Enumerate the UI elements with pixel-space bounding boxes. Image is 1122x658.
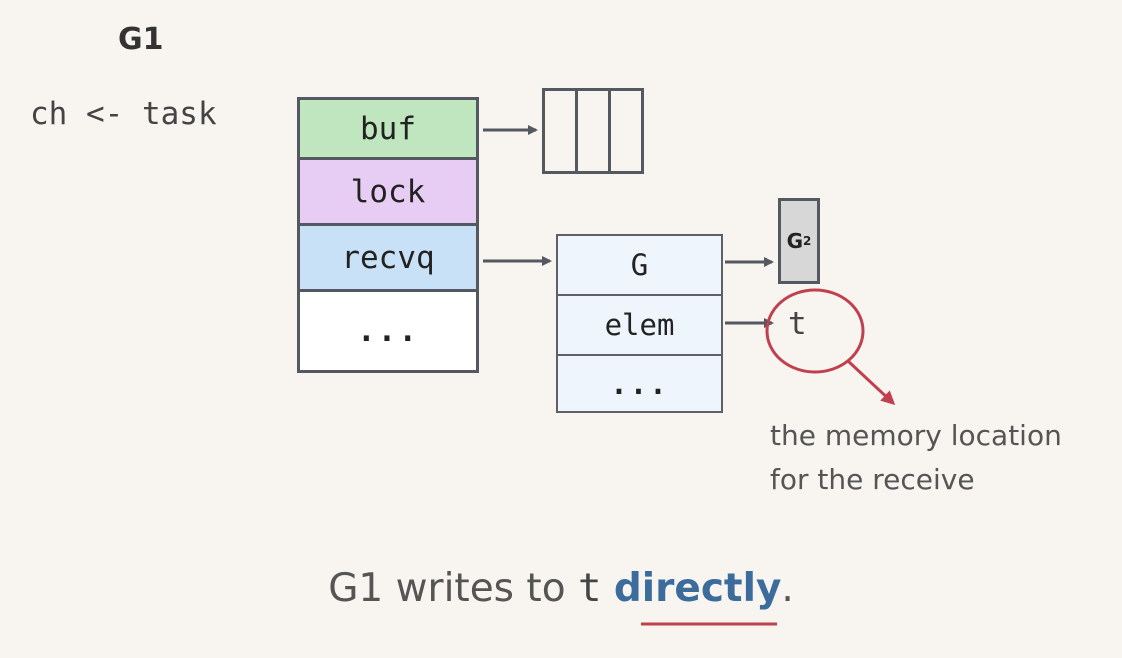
caption-variable: t xyxy=(577,566,602,611)
caption-suffix: . xyxy=(781,566,794,611)
buffer-slot xyxy=(578,91,611,171)
slide-caption: G1 writes to t directly. xyxy=(0,566,1122,611)
target-variable: t xyxy=(788,306,807,342)
note-line-1: the memory location xyxy=(770,419,1062,452)
caption-emphasis: directly xyxy=(613,566,782,611)
ring-buffer xyxy=(542,88,644,174)
g2-subscript: 2 xyxy=(803,234,812,248)
sudog-g-field: G xyxy=(556,234,723,296)
note-line-2: for the receive xyxy=(770,463,975,496)
target-highlight-circle xyxy=(765,288,865,374)
g2-letter: G xyxy=(786,229,804,253)
sudog-elem-field: elem xyxy=(556,294,723,356)
caption-prefix: G1 writes to xyxy=(328,566,578,611)
hchan-more-fields: ... xyxy=(297,289,479,373)
send-statement: ch <- task xyxy=(30,96,217,132)
memory-location-note: the memory location for the receive xyxy=(770,414,1062,502)
sudog-more-fields: ... xyxy=(556,354,723,413)
goroutine-label: G1 xyxy=(118,22,164,57)
buffer-slot xyxy=(545,91,578,171)
hchan-buf-field: buf xyxy=(297,97,479,160)
note-pointer-arrow xyxy=(846,359,896,406)
